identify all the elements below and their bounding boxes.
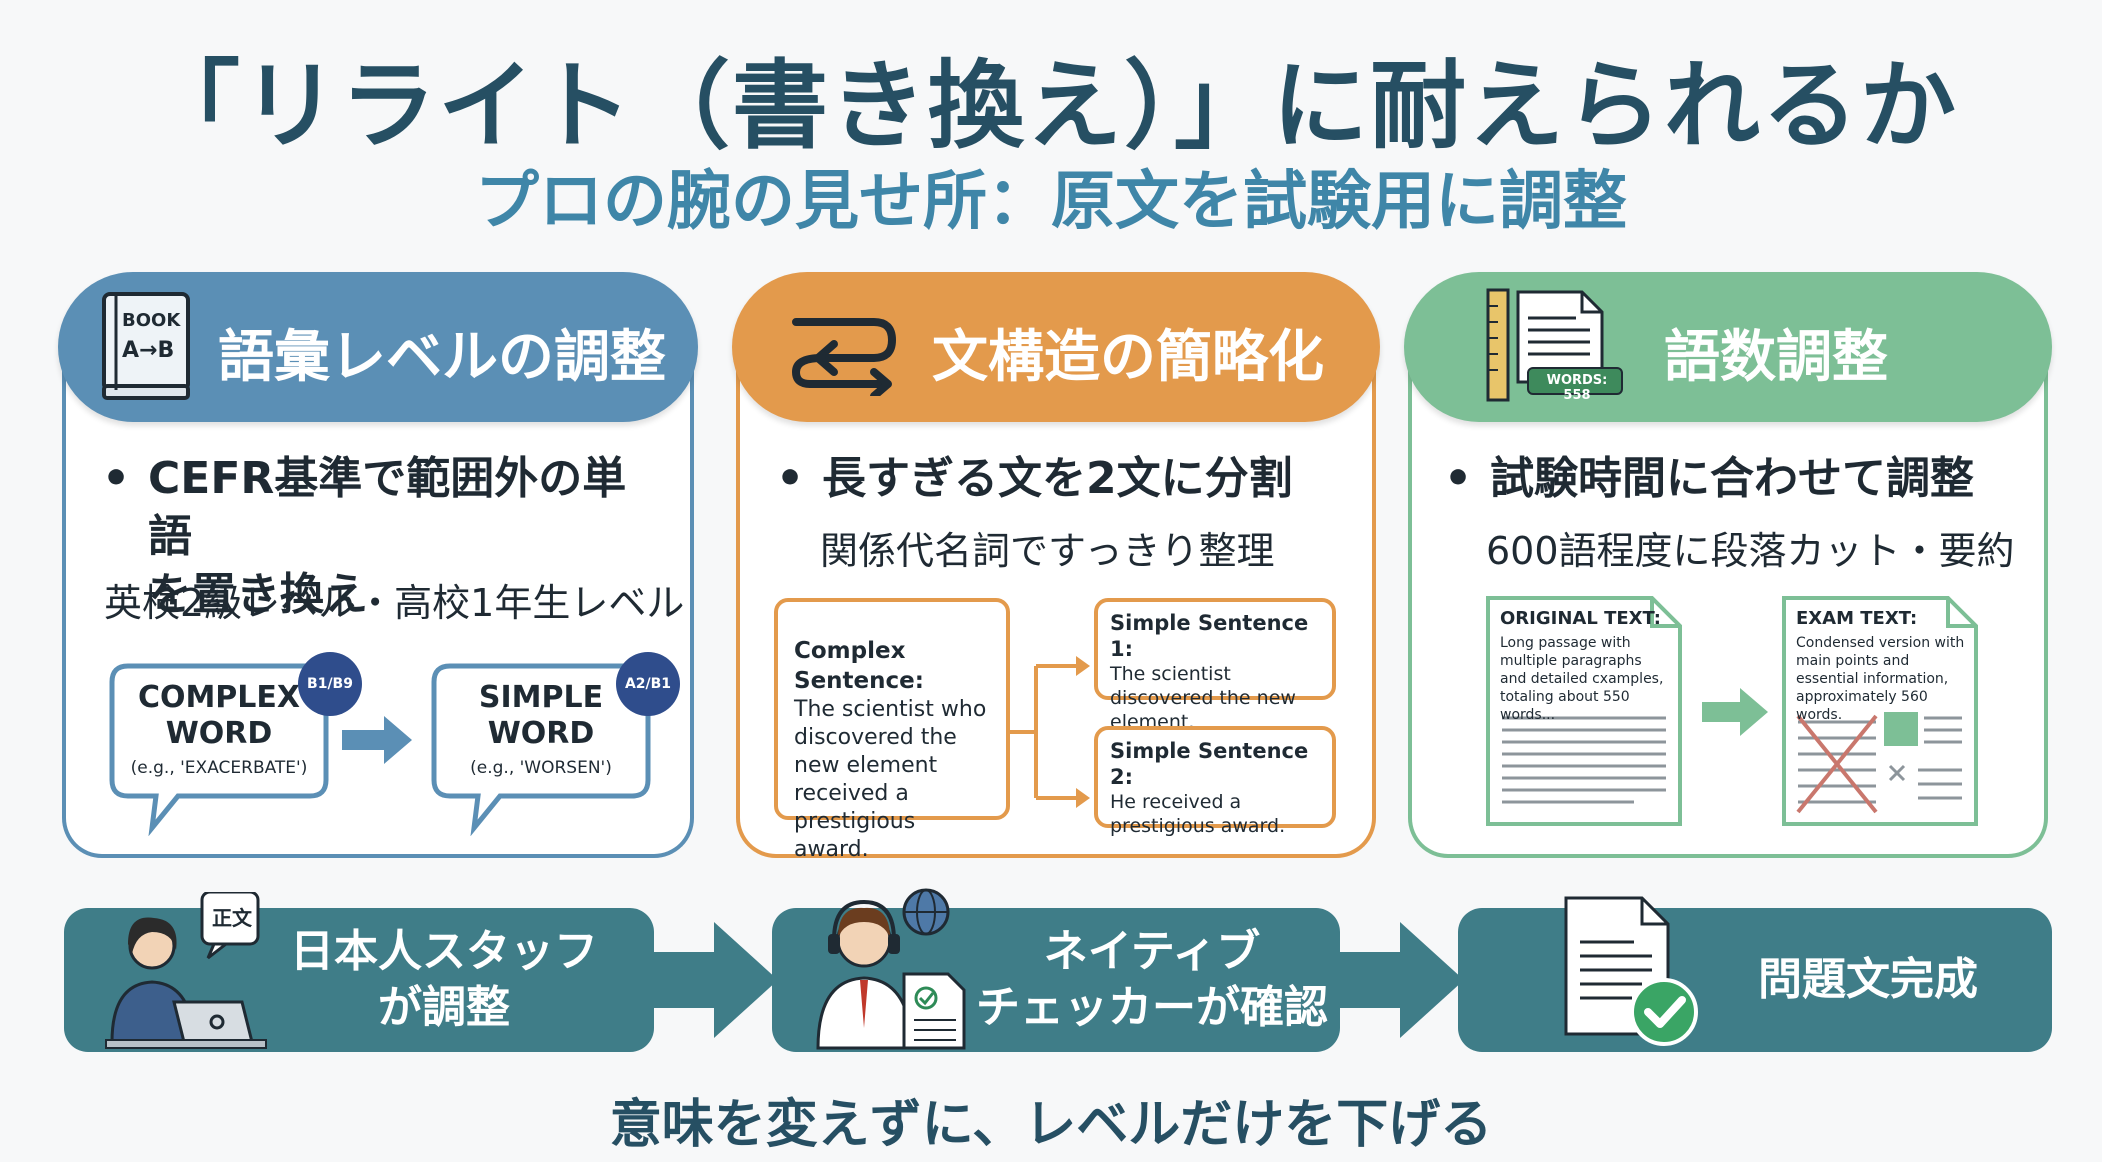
cefr-badge-a2-icon: A2/B1 [616,652,680,716]
right-arrow-icon [340,712,414,772]
flow-step-checker-line1: ネイティブ [1043,926,1261,977]
card-wordcount: WORDS: 558 語数調整 • 試験時間に合わせて調整 600語程度に段落カ… [1404,272,2052,858]
swap-arrows-icon [782,300,902,400]
exam-text-body: Condensed version with main points and e… [1796,635,1965,723]
right-arrow-icon [1700,686,1770,742]
simple-sentence-1-text: The scientist discovered the new element… [1110,663,1296,733]
cefr-badge-b1-icon: B1/B9 [298,652,362,716]
simple-word-bubble: SIMPLE WORD (e.g., 'WORSEN') A2/B1 [430,652,680,836]
card-wordcount-header: WORDS: 558 語数調整 [1404,272,2052,422]
flow-step-complete-label: 問題文完成 [1758,954,1978,1005]
book-icon: BOOK A→B [100,290,192,406]
card-structure-bullet-text: 長すぎる文を2文に分割 [822,453,1293,504]
complex-word-example: (e.g., 'EXACERBATE') [130,758,308,778]
exam-text-document: EXAM TEXT: Condensed version with main p… [1780,594,1980,828]
flow-step-checker-line2: チェッカーが確認 [976,982,1328,1033]
card-vocabulary: BOOK A→B 語彙レベルの調整 • CEFR基準で範囲外の単語 を置き換え … [58,272,698,858]
ruler-document-icon: WORDS: 558 [1484,286,1624,410]
bullet-dot: • [776,453,805,504]
card-vocabulary-bullet-line1: CEFR基準で範囲外の単語 [148,453,627,562]
branch-arrows-icon [1010,648,1092,820]
flow-step-checker-label: ネイティブ チェッカーが確認 [972,924,1332,1036]
headset-checker-icon [808,888,978,1056]
card-structure-title: 文構造の簡略化 [932,325,1324,390]
staff-laptop-icon: 正文 [102,890,272,1056]
card-vocabulary-header: BOOK A→B 語彙レベルの調整 [58,272,698,422]
cefr-badge-a2-text: A2/B1 [624,676,672,692]
original-text-label: ORIGINAL TEXT: [1500,608,1662,629]
card-structure-header: 文構造の簡略化 [732,272,1380,422]
book-icon-text2: A→B [122,338,175,363]
flow-arrow-icon [1336,922,1466,1042]
simple-word-title2: WORD [487,716,595,751]
card-structure-bullet: • 長すぎる文を2文に分割 [776,450,1293,508]
flow-step-staff-line2: が調整 [378,982,510,1033]
card-vocabulary-sub: 英検2級レベル・高校1年生レベル [104,581,685,625]
flow-arrow-icon [650,922,780,1042]
original-text-document: ORIGINAL TEXT: Long passage with multipl… [1484,594,1684,828]
card-vocabulary-bullet-line2: を置き換え [148,569,368,620]
flow-step-complete: 問題文完成 [1458,896,2052,1052]
card-wordcount-bullet-text: 試験時間に合わせて調整 [1490,453,1974,504]
card-wordcount-bullet: • 試験時間に合わせて調整 [1444,450,1974,508]
document-check-icon [1562,894,1702,1054]
card-wordcount-title: 語数調整 [1664,325,1888,390]
word-count-tag: WORDS: 558 [1546,373,1608,403]
complex-sentence-box: Complex Sentence: The scientist who disc… [774,598,1010,862]
flow-step-checker: ネイティブ チェッカーが確認 [772,888,1340,1052]
bullet-dot: • [102,453,131,504]
card-structure-sub: 関係代名詞ですっきり整理 [820,529,1275,573]
flow-step-staff: 正文 日本人スタッフ が調整 [64,890,654,1052]
complex-word-bubble: COMPLEX WORD (e.g., 'EXACERBATE') B1/B9 [108,652,362,836]
simple-sentence-2-box: Simple Sentence 2: He received a prestig… [1094,726,1336,837]
simple-sentence-2-text: He received a prestigious award. [1110,791,1286,837]
simple-sentence-1-label: Simple Sentence 1: [1110,611,1309,661]
complex-sentence-text: The scientist who discovered the new ele… [794,697,987,862]
footer-tagline: 意味を変えずに、レベルだけを下げる [609,1095,1493,1155]
simple-word-example: (e.g., 'WORSEN') [470,758,612,778]
flow-step-staff-line1: 日本人スタッフ [290,926,598,977]
original-text-body: Long passage with multiple paragraphs an… [1500,635,1664,723]
simple-sentence-2-label: Simple Sentence 2: [1110,739,1309,789]
complex-sentence-label: Complex Sentence: [794,638,924,694]
simple-sentence-1-box: Simple Sentence 1: The scientist discove… [1094,598,1336,733]
flow-step-staff-label: 日本人スタッフ が調整 [274,924,614,1036]
page-title: 「リライト（書き換え）」に耐えられるか [144,50,1958,162]
cefr-badge-b1-text: B1/B9 [307,676,353,692]
simple-word-title1: SIMPLE [478,680,604,715]
correct-text-badge: 正文 [212,906,252,930]
card-structure: 文構造の簡略化 • 長すぎる文を2文に分割 関係代名詞ですっきり整理 Compl… [732,272,1380,862]
book-icon-text: BOOK [122,310,181,331]
card-vocabulary-title: 語彙レベルの調整 [218,325,666,390]
bullet-dot: • [1444,453,1473,504]
complex-word-title1: COMPLEX [137,680,301,715]
card-wordcount-sub: 600語程度に段落カット・要約 [1486,529,2015,573]
complex-word-title2: WORD [165,716,273,751]
page-subtitle: プロの腕の見せ所：原文を試験用に調整 [475,165,1627,239]
exam-text-label: EXAM TEXT: [1796,608,1918,629]
card-vocabulary-bullet: • CEFR基準で範囲外の単語 を置き換え [102,450,668,624]
